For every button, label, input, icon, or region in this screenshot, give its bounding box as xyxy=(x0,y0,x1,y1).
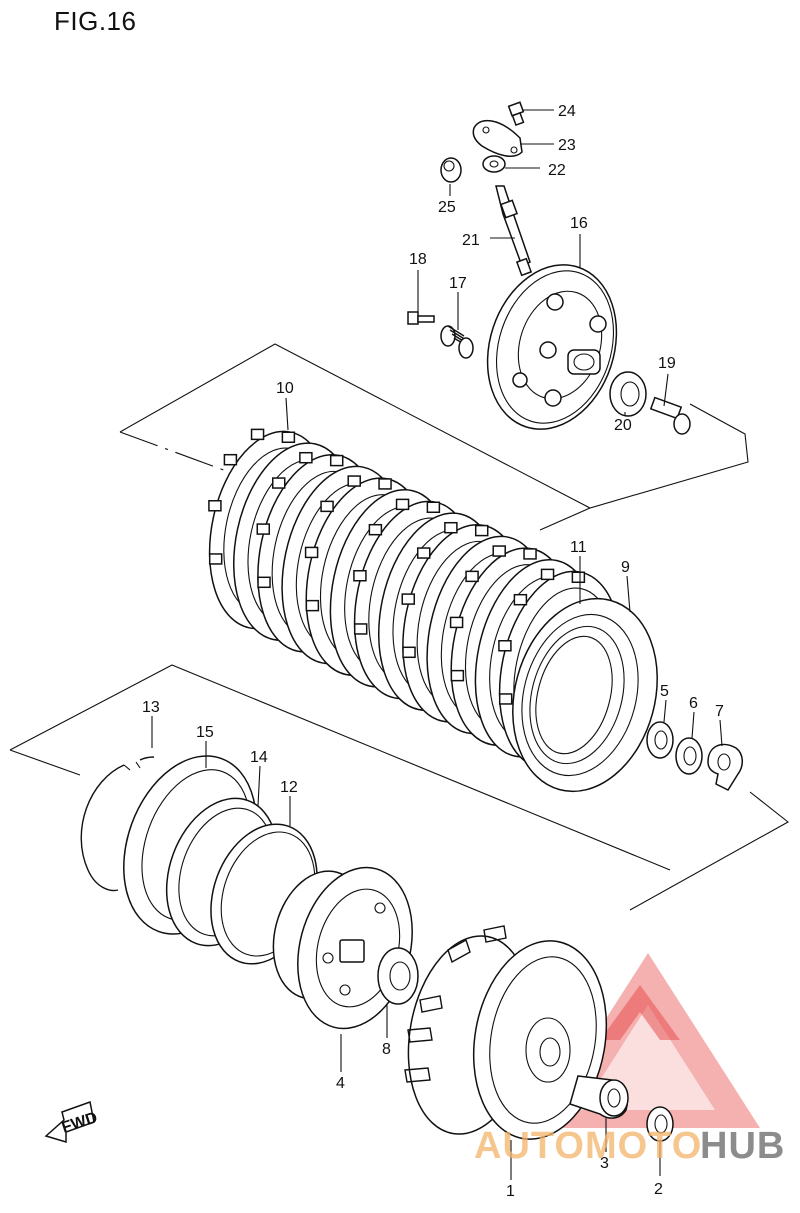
callout-5: 5 xyxy=(660,683,669,700)
part-21-push-rod xyxy=(495,185,533,277)
part-23-lever xyxy=(472,119,523,158)
callout-13: 13 xyxy=(142,699,160,716)
plate-tab xyxy=(378,478,392,490)
callout-6: 6 xyxy=(689,695,698,712)
plate-tab xyxy=(320,500,334,513)
callout-9: 9 xyxy=(621,559,630,576)
part-8-thrust-washer xyxy=(377,947,419,1005)
plate-tab xyxy=(402,646,416,659)
callout-23: 23 xyxy=(558,137,576,154)
plate-tab xyxy=(416,547,431,559)
plate-tab xyxy=(304,546,319,559)
part-9-drive-plate xyxy=(512,597,658,793)
callout-14: 14 xyxy=(250,749,268,766)
callout-11: 11 xyxy=(570,539,587,556)
plate-tab xyxy=(305,599,320,612)
plate-tab xyxy=(492,545,506,557)
plate-tab xyxy=(256,523,271,535)
plate-tab xyxy=(329,454,344,467)
callout-16: 16 xyxy=(570,215,588,232)
part-25-cap xyxy=(440,157,462,183)
callout-12: 12 xyxy=(280,779,298,796)
plate-tab xyxy=(353,570,367,582)
plate-tab xyxy=(498,640,512,652)
callout-24: 24 xyxy=(558,103,576,120)
watermark-word-2: HUB xyxy=(700,1125,785,1167)
callout-18: 18 xyxy=(409,251,427,268)
part-7-lock-washer xyxy=(707,743,743,791)
plate-tab xyxy=(250,428,265,441)
part-13-wire-ring xyxy=(80,756,155,892)
watermark-word-1: AUTOMOTO xyxy=(474,1125,702,1167)
callout-25: 25 xyxy=(438,199,456,216)
callout-2: 2 xyxy=(654,1181,663,1198)
callout-3: 3 xyxy=(600,1155,609,1172)
part-1-clutch-housing xyxy=(404,925,608,1140)
plate-tab xyxy=(401,593,416,605)
plate-tab xyxy=(498,693,513,705)
plate-tab xyxy=(208,500,222,512)
callout-17: 17 xyxy=(449,275,467,292)
part-18-bolt xyxy=(407,311,435,325)
leader-lines xyxy=(151,109,723,1180)
plate-tab xyxy=(299,451,313,464)
part-16-pressure-plate xyxy=(486,264,618,430)
part-5-nut xyxy=(646,721,674,759)
figure-title: FIG.16 xyxy=(54,6,137,36)
callout-labels: 24 23 22 25 21 16 18 17 19 20 10 11 9 5 … xyxy=(142,103,724,1200)
part-19-pin xyxy=(649,396,691,435)
plate-tab xyxy=(513,593,528,606)
plate-tab xyxy=(257,576,271,589)
callout-15: 15 xyxy=(196,724,214,741)
callout-21: 21 xyxy=(462,232,480,249)
plate-tab xyxy=(474,524,489,537)
callout-1: 1 xyxy=(506,1183,515,1200)
callout-22: 22 xyxy=(548,162,566,179)
callout-7: 7 xyxy=(715,703,724,720)
plate-tab xyxy=(450,669,465,682)
callout-4: 4 xyxy=(336,1075,345,1092)
watermark-text: AUTOMOTO HUB xyxy=(474,1125,785,1167)
part-22-nut xyxy=(482,155,506,173)
plate-tab xyxy=(223,453,238,466)
reference-frame-lower xyxy=(9,664,789,911)
callout-8: 8 xyxy=(382,1041,391,1058)
part-3-spacer xyxy=(569,1075,629,1119)
plate-tab xyxy=(368,523,383,536)
part-17-spring xyxy=(440,325,474,359)
part-24-bolt xyxy=(507,101,525,127)
plate-tab xyxy=(540,568,555,581)
plate-tab xyxy=(449,616,464,629)
plate-tab xyxy=(571,571,586,584)
callout-19: 19 xyxy=(658,355,676,372)
plate-tab xyxy=(523,548,537,560)
part-20-bearing xyxy=(609,371,647,417)
part-6-washer xyxy=(675,737,703,775)
plate-tab xyxy=(426,501,441,514)
part-2-washer xyxy=(646,1106,674,1142)
callout-20: 20 xyxy=(614,417,632,434)
plate-tab xyxy=(281,431,296,444)
plate-tab xyxy=(465,570,479,583)
plate-tab xyxy=(444,521,458,534)
plate-tab xyxy=(353,623,368,635)
plate-tab xyxy=(271,477,286,489)
fwd-arrow-icon: FWD xyxy=(44,1101,100,1144)
plate-tab xyxy=(347,475,361,487)
callout-10: 10 xyxy=(276,380,294,397)
plate-tab xyxy=(395,498,410,511)
plate-tab xyxy=(208,553,223,565)
